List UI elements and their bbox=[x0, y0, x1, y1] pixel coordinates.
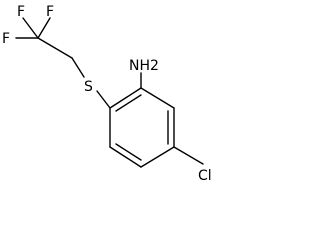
bond-s-ring bbox=[96, 90, 111, 109]
ring-bond-c2-c3 bbox=[140, 87, 175, 109]
chemical-structure-diagram: F F F S NH2 Cl bbox=[2, 4, 212, 184]
sulfur-label: S bbox=[84, 79, 93, 95]
bond-cf3-f-top-right bbox=[37, 17, 51, 39]
chlorine-label: Cl bbox=[198, 168, 212, 184]
ring-bond-c4-c5 bbox=[140, 146, 175, 168]
fluorine-left-label: F bbox=[2, 31, 10, 47]
ring-double-bond-inner-c5-c6 bbox=[115, 143, 142, 161]
amine-label: NH2 bbox=[129, 58, 159, 74]
bond-cf3-ch2 bbox=[37, 37, 73, 59]
bond-ch2-s bbox=[71, 57, 85, 78]
ring-bond-c5-c6 bbox=[109, 146, 142, 168]
atom-labels: F F F S NH2 Cl bbox=[2, 4, 212, 184]
ring-bond-c1-c2 bbox=[109, 87, 142, 109]
fluorine-top-left-label: F bbox=[17, 4, 25, 20]
bond-cf3-f-top-left bbox=[22, 17, 39, 39]
bond-ring-cl bbox=[173, 146, 204, 165]
fluorine-top-right-label: F bbox=[46, 4, 54, 20]
bonds bbox=[15, 17, 204, 168]
ring-double-bond-inner-c1-c2 bbox=[115, 94, 142, 112]
